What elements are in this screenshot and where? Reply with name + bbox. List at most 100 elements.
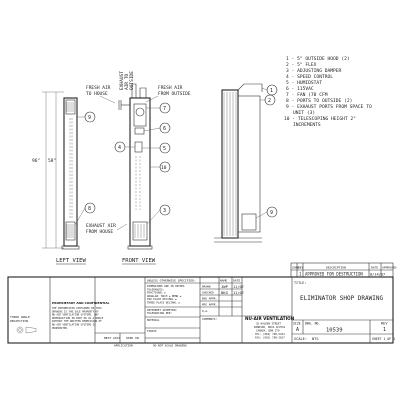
svg-text:PROPRIETARY AND CONFIDENTIAL: PROPRIETARY AND CONFIDENTIAL xyxy=(52,301,110,305)
svg-text:BKG: BKG xyxy=(221,290,229,295)
balloon-left-9: 9 xyxy=(77,111,96,123)
svg-text:APPROVED FOR DESTRUCTION: APPROVED FOR DESTRUCTION xyxy=(305,272,363,277)
svg-text:3: 3 xyxy=(163,208,166,214)
front-view-label: FRONT VIEW xyxy=(122,258,156,264)
svg-text:10 - TELESCOPING HEIGHT 2": 10 - TELESCOPING HEIGHT 2" xyxy=(284,116,356,122)
svg-text:NTS: NTS xyxy=(312,337,319,341)
callout-exhaust-air-outside: EXHAUST AIR TO OUTSIDE xyxy=(119,71,135,90)
dim-96: 96" xyxy=(32,158,40,164)
svg-text:DESCRIPTION: DESCRIPTION xyxy=(326,266,346,270)
svg-text:FROM HOUSE: FROM HOUSE xyxy=(86,229,113,235)
svg-text:FAX: (902) 798-2637: FAX: (902) 798-2637 xyxy=(255,336,285,340)
svg-text:PROJECTION: PROJECTION xyxy=(10,319,28,323)
svg-text:1: 1 xyxy=(299,272,302,277)
svg-text:DRAWN: DRAWN xyxy=(202,285,211,289)
svg-text:UNIT (3): UNIT (3) xyxy=(293,110,315,116)
svg-text:9: 9 xyxy=(88,115,91,121)
svg-text:INCREMENTS: INCREMENTS xyxy=(293,122,321,128)
left-view-unit: 96" 58" xyxy=(32,91,80,250)
svg-text:FINISH: FINISH xyxy=(147,329,157,333)
svg-text:JWP: JWP xyxy=(221,284,229,289)
balloon-front-6: 6 xyxy=(143,122,171,134)
svg-text:APPROVED: APPROVED xyxy=(382,266,397,270)
svg-text:SHEET 1 OF 1: SHEET 1 OF 1 xyxy=(372,337,395,341)
title-block: THIRD ANGLE PROJECTION PROPRIETARY AND C… xyxy=(7,276,395,348)
svg-text:MATERIAL: MATERIAL xyxy=(147,318,160,322)
svg-text:MFG APPR.: MFG APPR. xyxy=(202,303,217,307)
svg-text:2: 2 xyxy=(268,98,271,104)
svg-text:NU-AIR VENTILATION SYSTEMS. AN: NU-AIR VENTILATION SYSTEMS. ANY xyxy=(52,313,99,317)
balloon-section-9: 9 xyxy=(255,206,278,219)
svg-text:COMMENTS:: COMMENTS: xyxy=(202,317,217,321)
svg-text:REV: REV xyxy=(298,266,304,270)
callout-fresh-air-outside: FRESH AIR FROM OUTSIDE xyxy=(145,85,191,103)
svg-text:REPRODUCTION IN PART OR AS A W: REPRODUCTION IN PART OR AS A WHOLE xyxy=(52,316,104,320)
svg-text:4 - SPEED CONTROL: 4 - SPEED CONTROL xyxy=(286,74,333,80)
projection-symbol-icon xyxy=(16,326,37,334)
svg-text:Q.A.: Q.A. xyxy=(202,309,209,313)
svg-text:WITHOUT THE WRITTEN PERMISSION: WITHOUT THE WRITTEN PERMISSION OF xyxy=(52,319,102,323)
svg-text:EXHAUST AIR: EXHAUST AIR xyxy=(86,223,116,229)
drawing-title: ELIMINATOR SHOP DRAWING xyxy=(300,295,383,302)
svg-text:9 - EXHAUST PORTS FROM SPACE T: 9 - EXHAUST PORTS FROM SPACE TO xyxy=(286,104,372,110)
svg-text:USED ON: USED ON xyxy=(126,336,139,340)
svg-text:A: A xyxy=(296,327,299,333)
svg-text:7 - FAN (78 CFM: 7 - FAN (78 CFM xyxy=(286,92,328,98)
drawing-number: 10539 xyxy=(326,328,343,334)
svg-text:TITLE:: TITLE: xyxy=(294,281,306,285)
balloon-front-4: 4 xyxy=(114,141,135,153)
front-view-unit xyxy=(118,83,153,250)
svg-text:3 - ADJUSTING DAMPER: 3 - ADJUSTING DAMPER xyxy=(286,68,342,74)
svg-text:1 - 5" OUTSIDE HOOD (2): 1 - 5" OUTSIDE HOOD (2) xyxy=(286,56,350,62)
svg-text:2 - 5" FLEX: 2 - 5" FLEX xyxy=(286,62,317,68)
svg-text:APPLICATION: APPLICATION xyxy=(114,344,133,348)
callout-fresh-air-house: FRESH AIR TO HOUSE xyxy=(86,85,116,104)
company-name: NU-AIR VENTILATION xyxy=(245,316,295,321)
svg-text:11/07: 11/07 xyxy=(233,291,244,295)
balloon-front-7: 7 xyxy=(146,102,171,114)
svg-text:1: 1 xyxy=(270,88,273,94)
svg-text:FROM OUTSIDE: FROM OUTSIDE xyxy=(158,91,191,97)
svg-text:THREE PLACE DECIMAL ±: THREE PLACE DECIMAL ± xyxy=(147,301,180,305)
balloon-front-5: 5 xyxy=(142,142,171,154)
svg-text:TEL: (902) 798-5424: TEL: (902) 798-5424 xyxy=(255,332,285,336)
svg-text:DRAWING IS THE SOLE PROPERTY O: DRAWING IS THE SOLE PROPERTY OF xyxy=(52,309,99,313)
svg-text:5: 5 xyxy=(163,146,166,152)
svg-text:11/07: 11/07 xyxy=(233,285,244,289)
balloon-front-3: 3 xyxy=(146,204,171,225)
svg-text:OUTSIDE: OUTSIDE xyxy=(129,71,135,90)
svg-text:1: 1 xyxy=(383,327,386,333)
svg-text:DO NOT SCALE DRAWING: DO NOT SCALE DRAWING xyxy=(153,344,187,348)
svg-text:NEXT ASSY: NEXT ASSY xyxy=(104,336,120,340)
revision-block: ZONE REV DESCRIPTION DATE APPROVED 1 APP… xyxy=(290,262,397,278)
svg-text:TWO PLACE DECIMAL ±: TWO PLACE DECIMAL ± xyxy=(147,297,177,301)
svg-text:SCALE:: SCALE: xyxy=(294,337,307,341)
svg-text:UNLESS OTHERWISE SPECIFIED:: UNLESS OTHERWISE SPECIFIED: xyxy=(147,278,196,282)
svg-text:35 HOLDEN STREET: 35 HOLDEN STREET xyxy=(256,322,281,326)
svg-text:TOLERANCES:: TOLERANCES: xyxy=(147,287,164,291)
left-view-label: LEFT VIEW xyxy=(56,258,86,264)
svg-text:THIRD ANGLE: THIRD ANGLE xyxy=(10,315,30,319)
svg-text:REV: REV xyxy=(381,322,388,326)
svg-text:10: 10 xyxy=(161,165,167,171)
svg-text:DATE: DATE xyxy=(371,266,378,270)
svg-text:FRACTIONAL ±: FRACTIONAL ± xyxy=(147,291,166,295)
svg-text:TO HOUSE: TO HOUSE xyxy=(86,91,108,97)
svg-text:NAME: NAME xyxy=(220,279,227,283)
svg-text:WINDSOR, NOVA SCOTIA: WINDSOR, NOVA SCOTIA xyxy=(254,325,286,329)
svg-text:INTERPRET GEOMETRIC: INTERPRET GEOMETRIC xyxy=(147,308,177,312)
svg-text:7: 7 xyxy=(163,106,166,112)
svg-text:ANGULAR: MACH ± BEND ±: ANGULAR: MACH ± BEND ± xyxy=(147,294,182,298)
svg-text:4: 4 xyxy=(118,145,121,151)
section-view xyxy=(214,83,263,243)
svg-text:CANADA, B0N 2T0: CANADA, B0N 2T0 xyxy=(256,329,280,333)
svg-text:DIMENSIONS ARE IN INCHES: DIMENSIONS ARE IN INCHES xyxy=(147,284,185,288)
svg-text:DWG. NO.: DWG. NO. xyxy=(305,322,320,326)
svg-text:6: 6 xyxy=(163,126,166,132)
svg-text:FRESH AIR: FRESH AIR xyxy=(86,85,111,91)
svg-text:NU-AIR VENTILATION SYSTEMS IS: NU-AIR VENTILATION SYSTEMS IS xyxy=(52,323,96,327)
svg-text:CHECKED: CHECKED xyxy=(202,291,214,295)
svg-text:ENG APPR.: ENG APPR. xyxy=(202,297,217,301)
